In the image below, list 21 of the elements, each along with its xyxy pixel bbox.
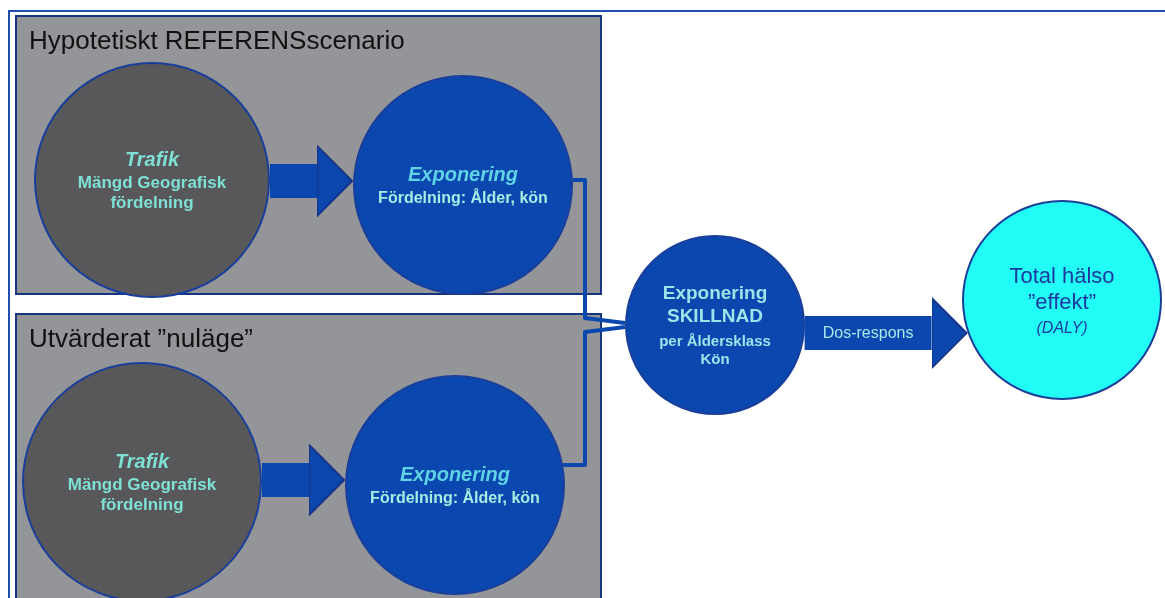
circle-heading: Trafik [114,448,170,473]
scenario-panel [15,15,602,295]
circle-text: Mängd Geografisk fördelning [66,474,218,516]
circle-heading: Total hälso ”effekt” [1008,263,1116,316]
block-arrow [270,145,354,217]
block-arrow [804,297,968,369]
circle-heading: Exponering [400,462,510,487]
circle-text: Fördelning: Ålder, kön [378,188,548,208]
circle-heading: Trafik [124,146,180,171]
panel-title: Hypotetiskt REFERENSscenario [29,25,405,56]
circle-text: Fördelning: Ålder, kön [370,488,540,508]
connector-line [572,178,626,325]
circle-text: Mängd Geografisk fördelning [76,172,228,214]
circle-text: (DALY) [1036,317,1088,337]
circle-text: per Åldersklass Kön [658,331,772,368]
scenario-panel [15,313,602,598]
circle-heading: Exponering [408,162,518,187]
panel-title: Utvärderat ”nuläge” [29,323,253,354]
circle-heading: Exponering SKILLNAD [661,282,769,328]
connector-line [563,325,626,467]
block-arrow [262,444,346,516]
